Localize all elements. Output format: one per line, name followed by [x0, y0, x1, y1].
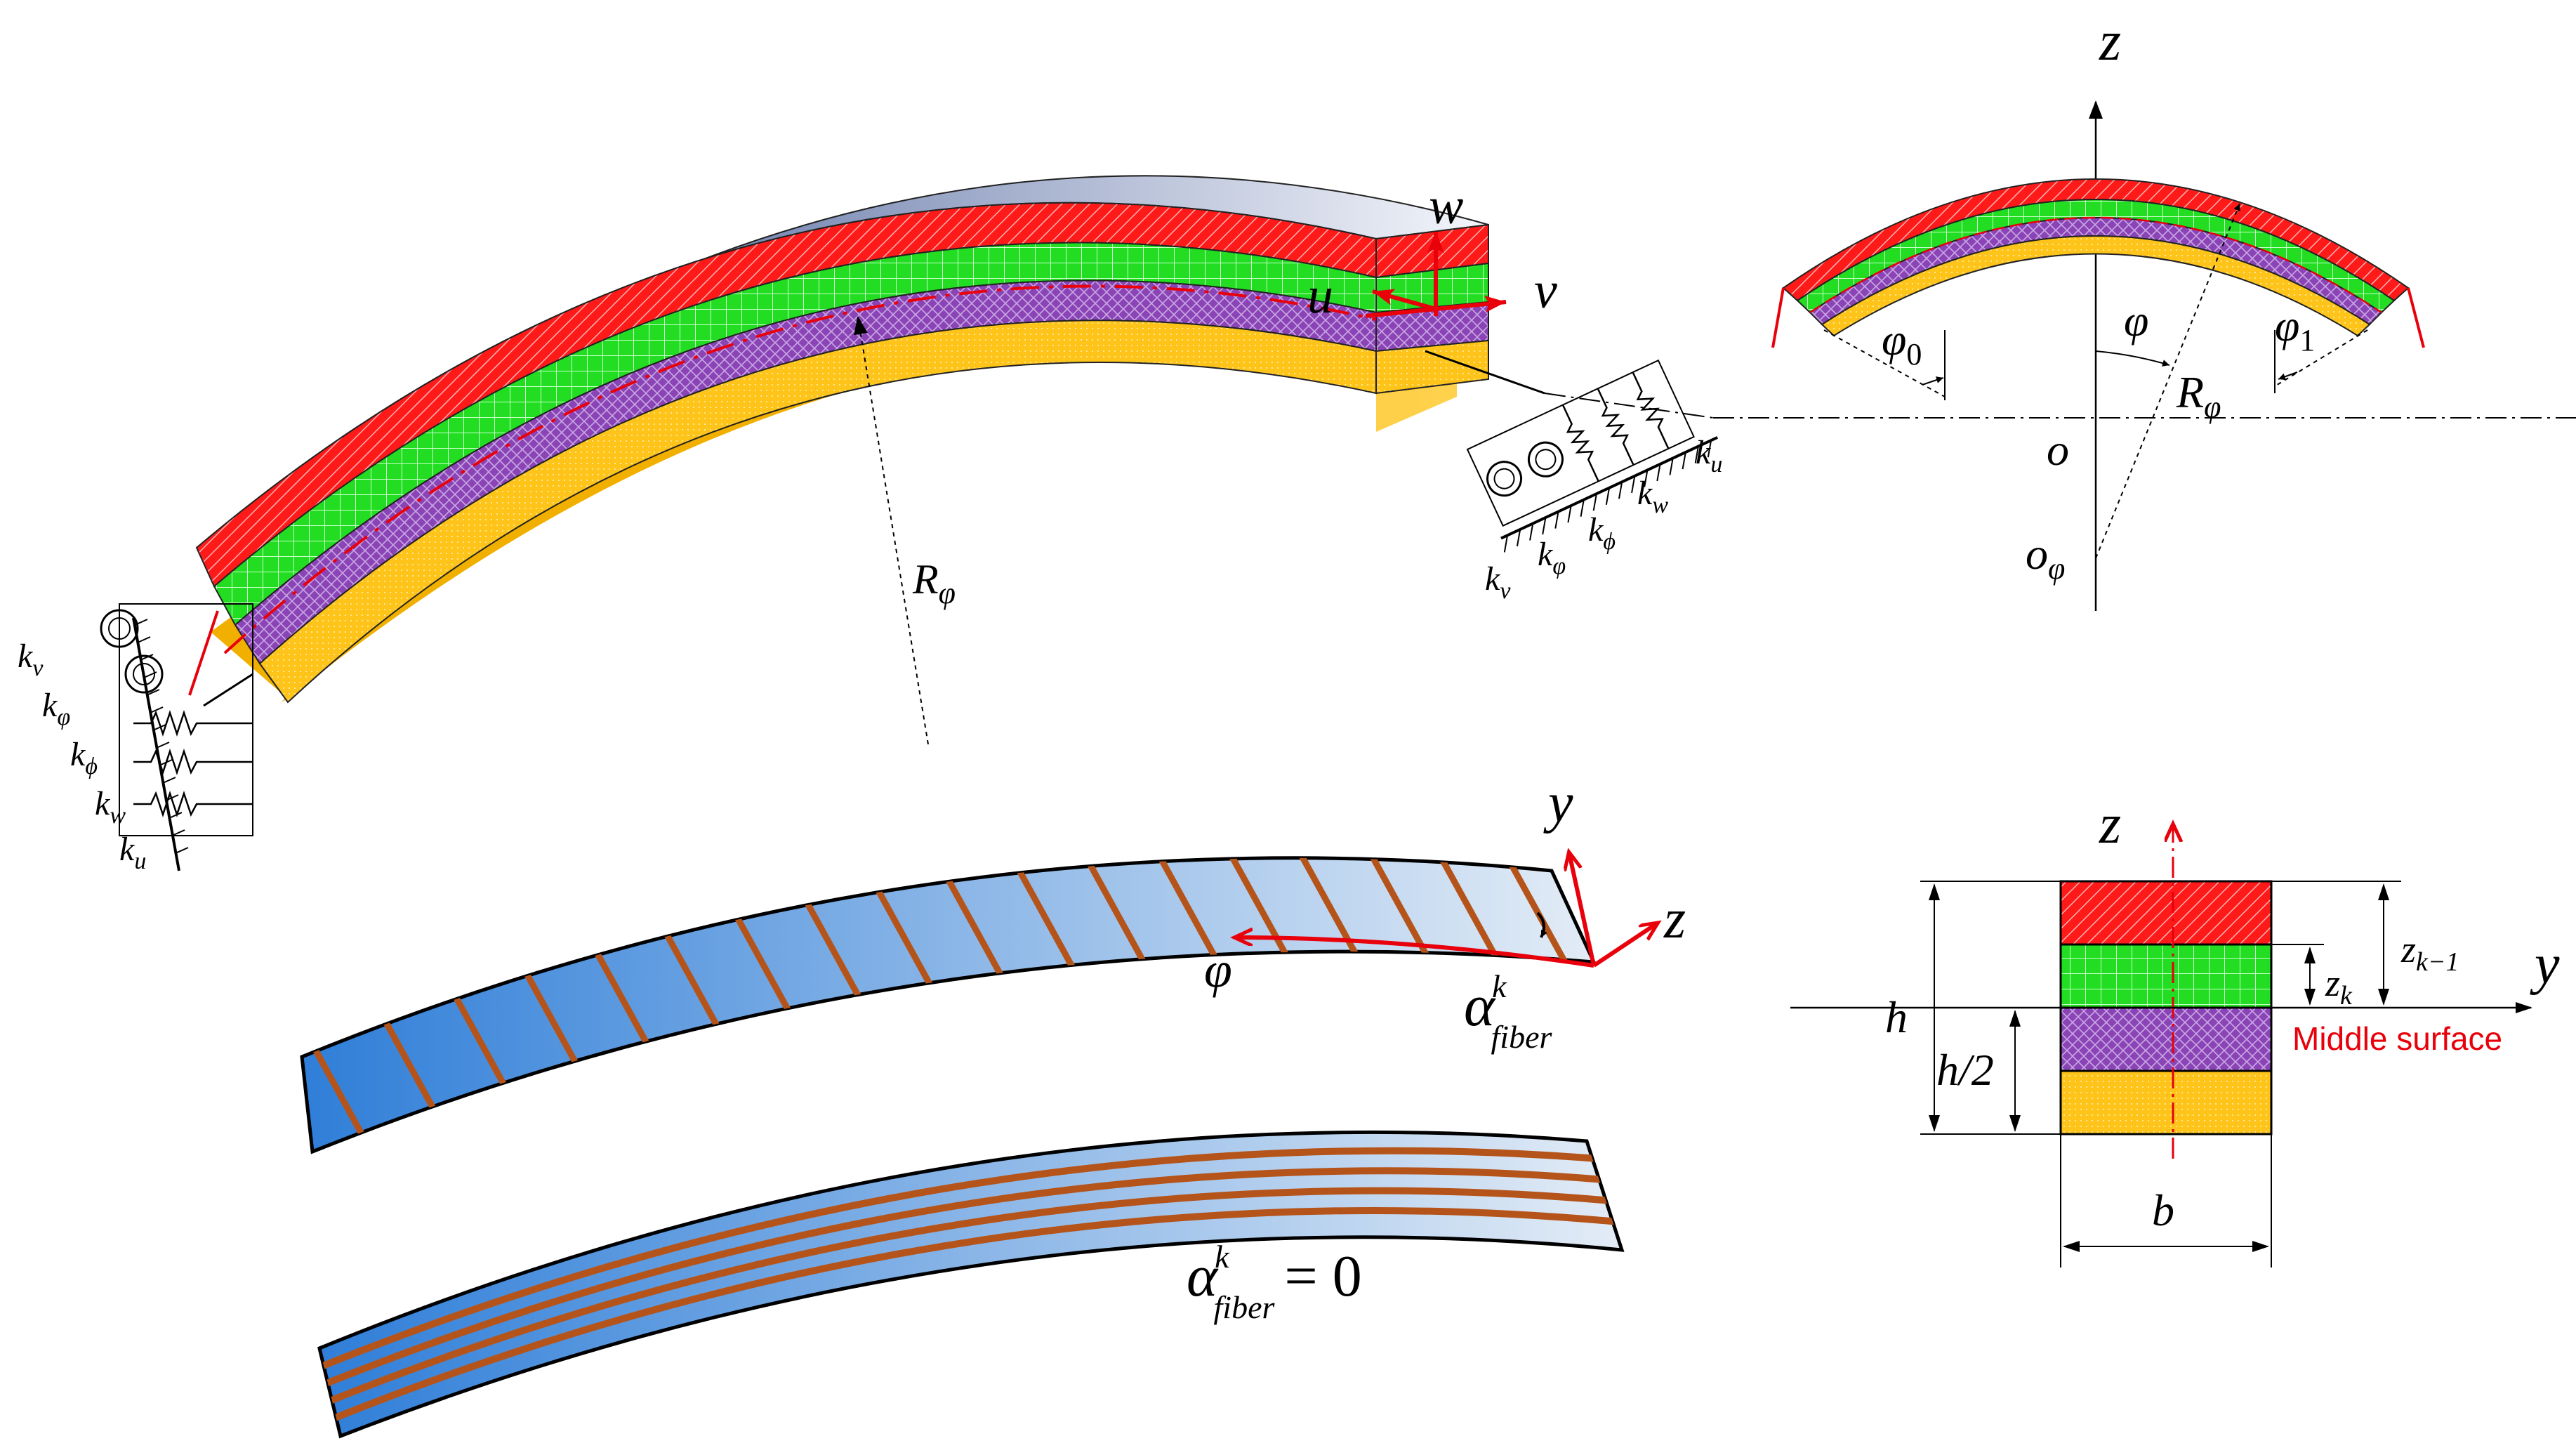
rot-spring-icon	[1527, 441, 1564, 478]
origin-ophi-label: oφ	[2026, 529, 2065, 586]
h-label: h	[1885, 992, 1908, 1042]
zero-fibers	[322, 1147, 1619, 1422]
arc-view: z φ0 φ φ1 Rφ o oφ	[1713, 11, 2576, 611]
beam-mid-surface	[223, 284, 1377, 654]
right-kphi2-label: kϕ	[1588, 511, 1616, 555]
cross-section: z y Middle surface h h/2 b zk zk−1	[1790, 794, 2560, 1268]
beam-3d: Rφ	[195, 175, 1489, 745]
u-label: u	[1307, 267, 1333, 324]
right-kphi-label: kφ	[1538, 536, 1566, 579]
phi1-label: φ1	[2275, 301, 2315, 357]
left-kphi2-label: kϕ	[70, 736, 98, 779]
b-label: b	[2152, 1185, 2174, 1235]
right-kv-label: kv	[1485, 560, 1511, 604]
phi-axis-arrow	[1236, 937, 1594, 968]
lamina-zero-band	[317, 1130, 1625, 1439]
section-y-label: y	[2530, 934, 2560, 996]
left-kw-label: kw	[95, 785, 126, 829]
section-layer-green	[2059, 943, 2273, 1009]
u-arrow	[1372, 289, 1436, 311]
rot-spring-icon	[1486, 461, 1523, 497]
section-layer-purple	[2059, 1006, 2273, 1072]
z-axis-arrow	[1592, 923, 1657, 968]
arc-layer-yellow	[1821, 235, 2371, 337]
right-spring-support: kv kφ kϕ kw ku	[1425, 350, 1722, 604]
spring-icon	[133, 749, 253, 775]
section-layer-red	[2059, 880, 2273, 946]
origin-o-label: o	[2047, 425, 2069, 475]
zk-label: zk	[2325, 962, 2353, 1010]
beam-radius-label: Rφ	[912, 556, 956, 610]
section-z-label: z	[2099, 794, 2121, 855]
arc-radius-label: Rφ	[2176, 367, 2221, 424]
middle-surface-label: Middle surface	[2292, 1020, 2502, 1057]
rot-spring-icon	[100, 609, 139, 648]
y-axis-arrow	[1569, 853, 1596, 966]
v-label: v	[1534, 262, 1557, 320]
fiber-angle-arc	[1536, 911, 1547, 938]
left-kphi-label: kφ	[42, 687, 70, 730]
lamina-z-label: z	[1663, 888, 1686, 950]
phi0-label: φ0	[1882, 315, 1922, 371]
phi-label: φ	[2124, 296, 2148, 345]
spring-icon	[1561, 404, 1599, 482]
spring-icon	[133, 791, 253, 817]
displacement-arrows: w u v	[1307, 178, 1557, 324]
rot-spring-icon	[124, 654, 164, 694]
right-kw-label: kw	[1637, 475, 1668, 518]
zk1-label: zk−1	[2400, 928, 2459, 977]
left-spring-support: kv kφ kϕ kw ku	[18, 603, 253, 874]
spring-icon	[133, 710, 253, 737]
lamina-y-label: y	[1543, 772, 1573, 834]
h2-label: h/2	[1936, 1045, 1994, 1095]
beam-end-face-yellow	[1375, 339, 1489, 395]
lamina-phi-label: φ	[1204, 942, 1232, 998]
spring-icon	[1597, 388, 1634, 466]
arc-mid-surface	[1809, 216, 2382, 314]
section-layer-yellow	[2059, 1069, 2273, 1135]
left-ku-label: ku	[119, 831, 146, 874]
spring-icon	[1632, 371, 1670, 449]
arc-z-label: z	[2099, 11, 2121, 72]
left-kv-label: kv	[18, 638, 44, 681]
right-ku-label: ku	[1696, 434, 1722, 478]
w-label: w	[1429, 178, 1463, 235]
